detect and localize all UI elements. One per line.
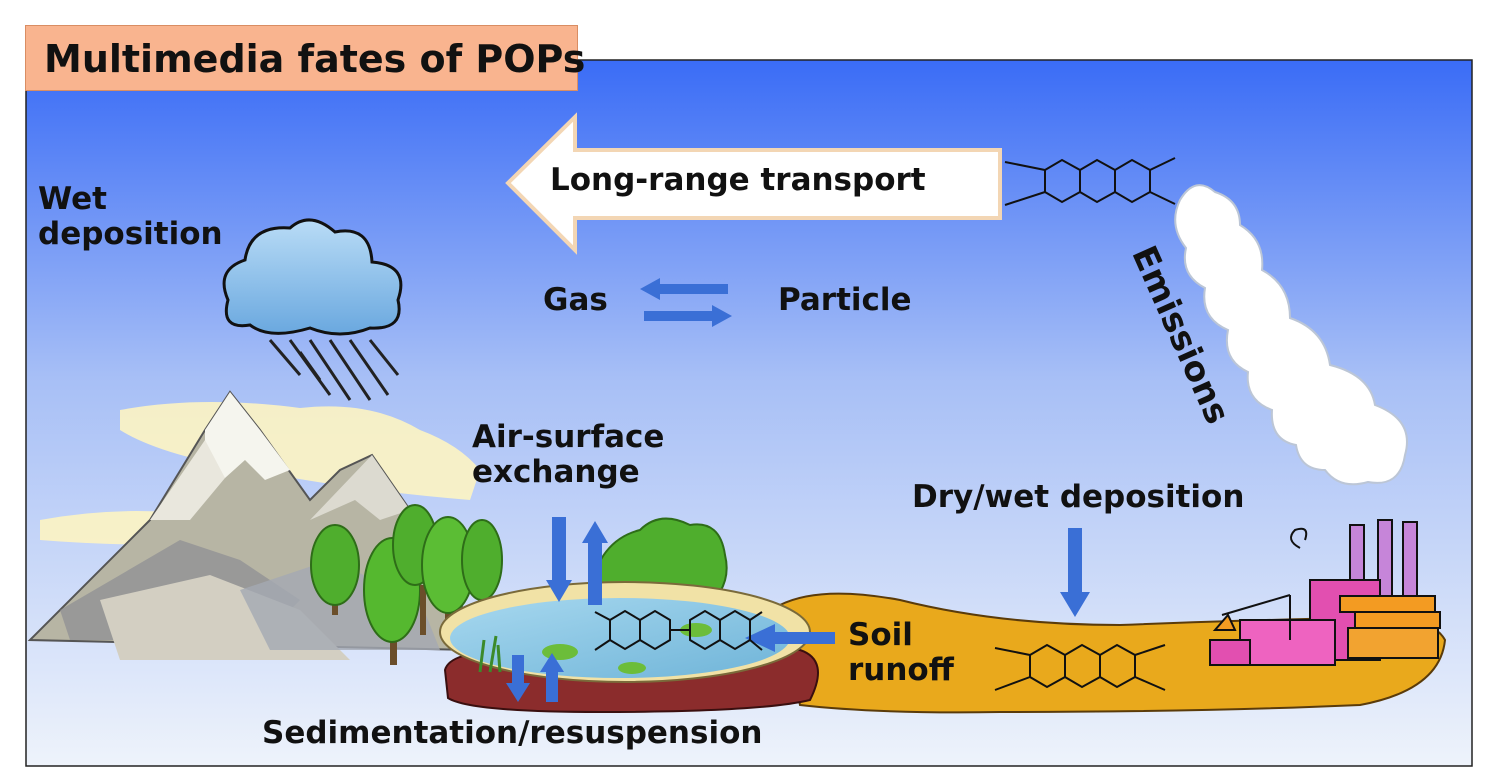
soil-runoff-label: Soil runoff: [848, 617, 954, 688]
particle-label: Particle: [778, 282, 912, 318]
sedimentation-resuspension-label: Sedimentation/resuspension: [262, 715, 763, 751]
resuspension-arrow: [540, 653, 564, 702]
surface-to-air-arrow: [582, 521, 608, 605]
dioxin-molecule-soil: [994, 643, 1166, 691]
emissions-cloud: [1174, 184, 1408, 486]
pond-water: [450, 598, 790, 678]
bush: [588, 517, 728, 594]
reeds: [478, 635, 502, 673]
rain-cloud-icon: [222, 218, 403, 401]
particle-to-gas-arrow: [640, 278, 728, 300]
title-box: [25, 25, 578, 91]
long-range-transport-label: Long-range transport: [550, 162, 926, 198]
dioxin-molecule-air: [1004, 157, 1176, 206]
factory-icon: [1209, 519, 1441, 666]
long-range-transport-arrow: [505, 112, 1002, 255]
soil-runoff-arrow: [745, 624, 835, 652]
diagram-title: Multimedia fates of POPs: [44, 37, 586, 81]
dry-wet-deposition-arrow: [1060, 528, 1090, 617]
air-to-surface-arrow: [546, 517, 572, 602]
mountains: [27, 390, 472, 660]
gas-label: Gas: [543, 282, 608, 318]
gas-to-particle-arrow: [644, 305, 732, 327]
dry-wet-deposition-label: Dry/wet deposition: [912, 479, 1245, 515]
sedimentation-arrow: [506, 655, 530, 702]
trees: [310, 504, 503, 665]
air-surface-exchange-label: Air-surface exchange: [472, 419, 665, 490]
dioxin-molecule-water: [594, 609, 763, 651]
wet-deposition-label: Wet deposition: [38, 181, 223, 252]
